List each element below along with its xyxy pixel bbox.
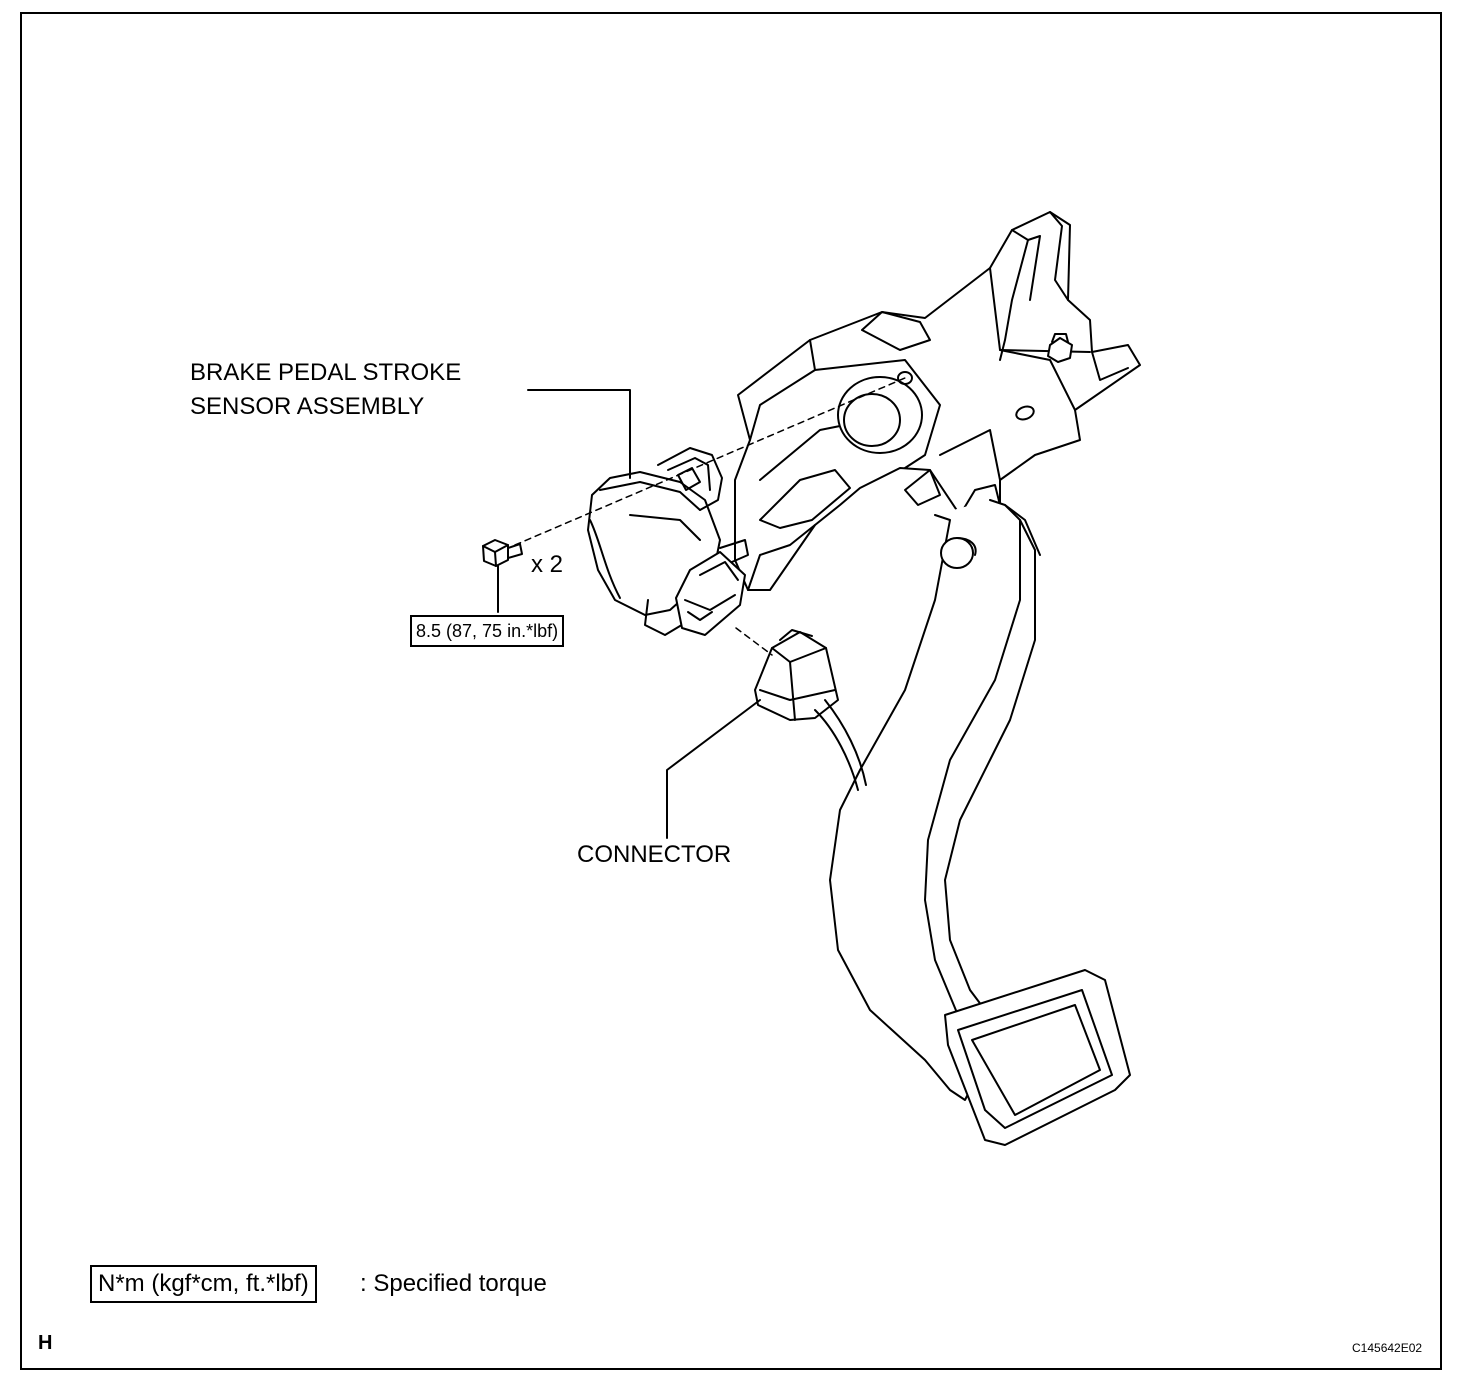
leader-lines: [497, 389, 761, 839]
pedal-bracket: [734, 211, 1141, 591]
section-letter: H: [38, 1332, 53, 1354]
connector-label: CONNECTOR: [577, 841, 732, 868]
diagram-frame: [20, 12, 1442, 1370]
harness-connector: [754, 629, 867, 791]
sensor-label-line2: SENSOR ASSEMBLY: [190, 393, 425, 420]
sensor-connector: [675, 551, 746, 636]
bolt-torque-value: 8.5 (87, 75 in.*lbf): [410, 615, 565, 647]
bolt: [482, 539, 523, 567]
sensor-label-line1: BRAKE PEDAL STROKE: [190, 359, 462, 386]
bolt-quantity-label: x 2: [531, 551, 564, 578]
pedal-arm: [829, 499, 1041, 1101]
legend-torque-symbol: N*m (kgf*cm, ft.*lbf): [90, 1265, 317, 1303]
figure-code: C145642E02: [1352, 1341, 1423, 1355]
pedal-pad: [944, 969, 1131, 1146]
alignment-lines: [514, 377, 906, 656]
legend-description: : Specified torque: [360, 1270, 547, 1297]
